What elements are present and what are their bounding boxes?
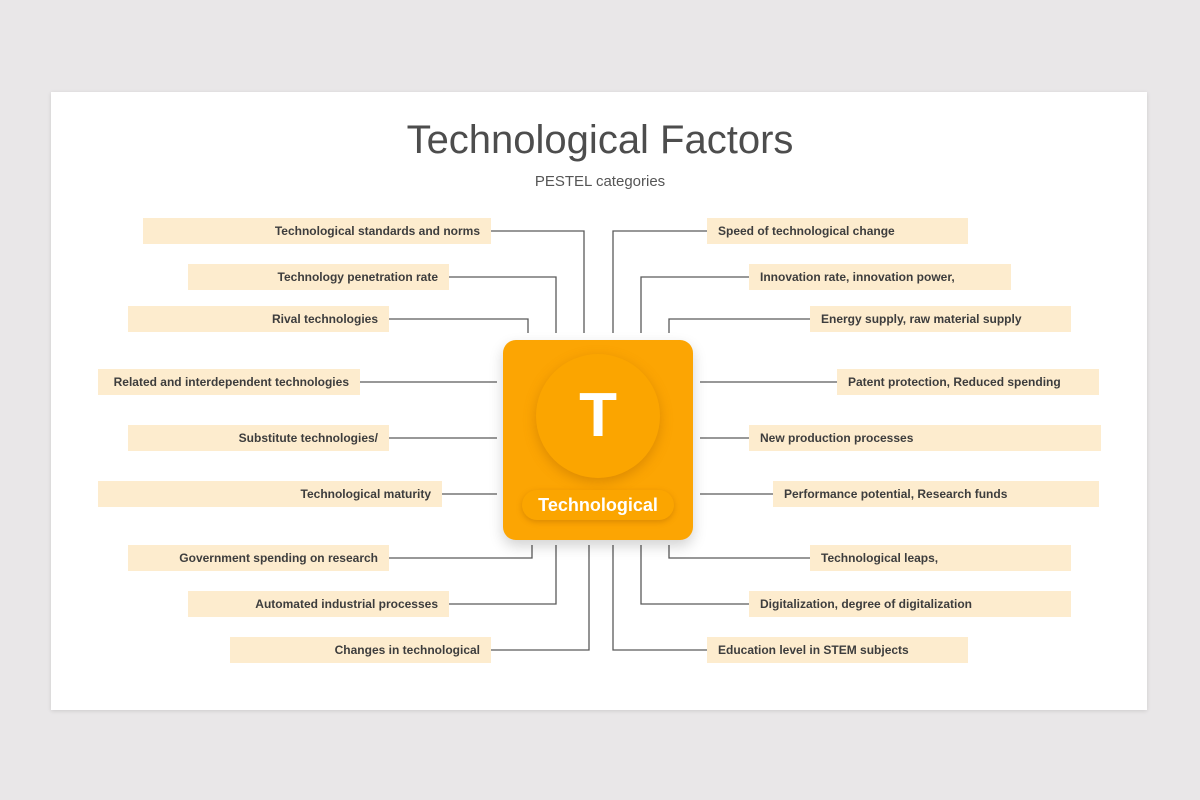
connector-left-3 <box>389 318 529 333</box>
center-letter-badge: T <box>536 354 660 478</box>
left-factor-9: Changes in technological <box>230 637 491 663</box>
right-factor-1: Speed of technological change <box>707 218 968 244</box>
right-factor-7: Technological leaps, <box>810 545 1071 571</box>
left-factor-8: Automated industrial processes <box>188 591 449 617</box>
right-factor-4: Patent protection, Reduced spending <box>837 369 1099 395</box>
left-factor-7: Government spending on research <box>128 545 389 571</box>
right-factor-9: Education level in STEM subjects <box>707 637 968 663</box>
left-factor-1: Technological standards and norms <box>143 218 491 244</box>
connector-left-7 <box>389 545 533 559</box>
right-factor-8: Digitalization, degree of digitalization <box>749 591 1071 617</box>
connector-right-8 <box>640 545 749 605</box>
connector-right-2 <box>640 276 749 333</box>
right-factor-6: Performance potential, Research funds <box>773 481 1099 507</box>
center-category-label: Technological <box>522 490 674 520</box>
connector-left-8 <box>449 545 557 605</box>
page-subtitle: PESTEL categories <box>534 173 666 190</box>
connector-left-9 <box>491 545 590 651</box>
connector-left-2 <box>449 276 557 333</box>
left-factor-6: Technological maturity <box>98 481 442 507</box>
right-factor-3: Energy supply, raw material supply <box>810 306 1071 332</box>
center-category-card: T Technological <box>503 340 693 540</box>
connector-right-7 <box>668 545 810 559</box>
left-factor-4: Related and interdependent technologies <box>98 369 360 395</box>
right-factor-2: Innovation rate, innovation power, <box>749 264 1011 290</box>
page-title: Technological Factors <box>406 118 794 162</box>
connector-right-9 <box>612 545 707 651</box>
connector-right-1 <box>612 230 707 333</box>
connector-right-3 <box>668 318 810 333</box>
left-factor-2: Technology penetration rate <box>188 264 449 290</box>
connector-left-1 <box>491 230 585 333</box>
right-factor-5: New production processes <box>749 425 1101 451</box>
left-factor-3: Rival technologies <box>128 306 389 332</box>
left-factor-5: Substitute technologies/ <box>128 425 389 451</box>
